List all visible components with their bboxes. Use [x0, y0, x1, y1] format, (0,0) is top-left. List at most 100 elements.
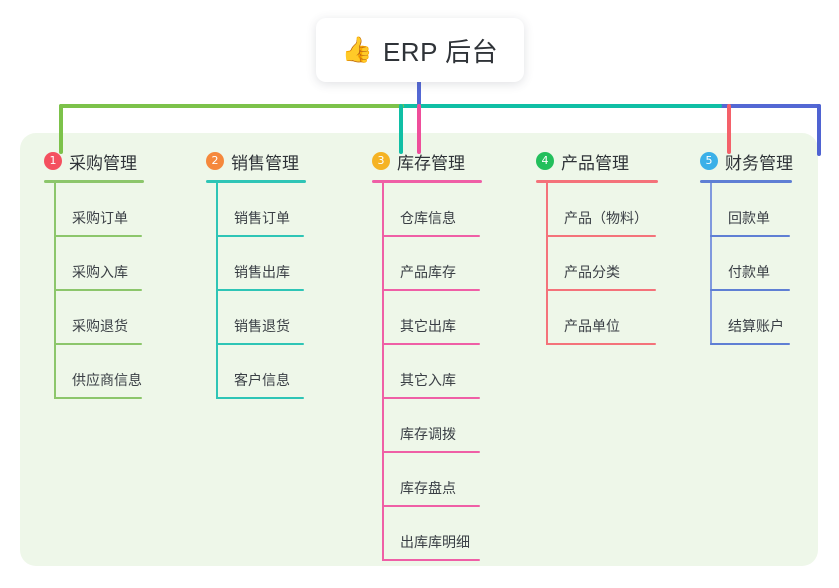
- branch-item[interactable]: 回款单: [710, 183, 793, 237]
- branch-item-label: 供应商信息: [72, 372, 142, 388]
- branch-item-label: 产品单位: [564, 318, 620, 334]
- branch-title: 产品管理: [561, 153, 629, 173]
- branch-number-badge: 4: [536, 152, 554, 170]
- branch-title: 销售管理: [231, 153, 299, 173]
- branch-item-rule: [382, 451, 480, 453]
- branch-item[interactable]: 产品单位: [546, 291, 658, 345]
- branch-title: 财务管理: [725, 153, 793, 173]
- branch-spine: [382, 183, 384, 561]
- branch-item-label: 产品库存: [400, 264, 456, 280]
- branch-item-list: 采购订单采购入库采购退货供应商信息: [54, 183, 144, 399]
- branch-item-rule: [382, 289, 480, 291]
- connector-drop-col5: [817, 104, 821, 156]
- branch-item-label: 采购退货: [72, 318, 128, 334]
- branch-item[interactable]: 其它入库: [382, 345, 482, 399]
- connector-trunk: [417, 80, 421, 106]
- branch-item-label: 销售订单: [234, 210, 290, 226]
- branch-item-rule: [546, 235, 656, 237]
- branch-item-rule: [54, 289, 142, 291]
- branch-item[interactable]: 产品库存: [382, 237, 482, 291]
- branch-column-4: 4 产品管理产品（物料） 产品分类产品单位: [536, 148, 658, 345]
- branch-item-label: 付款单: [728, 264, 770, 280]
- branch-item-rule: [546, 289, 656, 291]
- connector-bar-teal: [398, 104, 722, 108]
- branch-item[interactable]: 仓库信息: [382, 183, 482, 237]
- branch-item[interactable]: 供应商信息: [54, 345, 144, 399]
- branch-title: 采购管理: [69, 153, 137, 173]
- branch-item-label: 库存盘点: [400, 480, 456, 496]
- branch-item[interactable]: 产品（物料）: [546, 183, 658, 237]
- branch-header-rule: [44, 180, 144, 183]
- branch-item-rule: [382, 559, 480, 561]
- connector-drop-col1: [59, 104, 63, 154]
- branch-item[interactable]: 出库库明细: [382, 507, 482, 561]
- branch-item-label: 产品分类: [564, 264, 620, 280]
- branch-item-rule: [546, 343, 656, 345]
- branch-item-rule: [710, 343, 790, 345]
- branch-header-4[interactable]: 4 产品管理: [536, 148, 658, 174]
- branch-header-5[interactable]: 5 财务管理: [700, 148, 793, 174]
- branch-item-list: 销售订单销售出库销售退货客户信息: [216, 183, 306, 399]
- branch-item[interactable]: 采购订单: [54, 183, 144, 237]
- branch-item-rule: [710, 289, 790, 291]
- branch-item-rule: [710, 235, 790, 237]
- branch-item-label: 采购入库: [72, 264, 128, 280]
- branch-column-5: 5 财务管理回款单付款单结算账户: [700, 148, 793, 345]
- branch-header-2[interactable]: 2 销售管理: [206, 148, 306, 174]
- branch-title: 库存管理: [397, 153, 465, 173]
- branch-header-rule: [372, 180, 482, 183]
- branch-number-badge: 2: [206, 152, 224, 170]
- branch-item[interactable]: 付款单: [710, 237, 793, 291]
- branch-item[interactable]: 销售出库: [216, 237, 306, 291]
- branch-item-label: 销售出库: [234, 264, 290, 280]
- branch-spine: [710, 183, 712, 345]
- branch-item-label: 其它入库: [400, 372, 456, 388]
- branch-spine: [216, 183, 218, 399]
- branch-item-rule: [382, 397, 480, 399]
- branch-spine: [54, 183, 56, 399]
- branch-item[interactable]: 销售退货: [216, 291, 306, 345]
- branch-item-label: 其它出库: [400, 318, 456, 334]
- branch-item-rule: [54, 397, 142, 399]
- branch-item[interactable]: 采购入库: [54, 237, 144, 291]
- branch-item[interactable]: 销售订单: [216, 183, 306, 237]
- branch-item[interactable]: 库存盘点: [382, 453, 482, 507]
- branch-item-rule: [382, 235, 480, 237]
- branch-item-label: 出库库明细: [400, 534, 470, 550]
- branch-item-list: 回款单付款单结算账户: [710, 183, 793, 345]
- branch-item-list: 仓库信息产品库存其它出库其它入库库存调拨库存盘点出库库明细: [382, 183, 482, 561]
- branch-item-list: 产品（物料） 产品分类产品单位: [546, 183, 658, 345]
- branch-item-label: 客户信息: [234, 372, 290, 388]
- branch-item[interactable]: 客户信息: [216, 345, 306, 399]
- connector-drop-col3: [417, 104, 421, 154]
- branch-item-label: 仓库信息: [400, 210, 456, 226]
- branch-item[interactable]: 其它出库: [382, 291, 482, 345]
- branch-item[interactable]: 库存调拨: [382, 399, 482, 453]
- branch-item-label: 采购订单: [72, 210, 128, 226]
- connector-drop-col4: [727, 104, 731, 154]
- branch-item[interactable]: 采购退货: [54, 291, 144, 345]
- connector-bar-green: [59, 104, 404, 108]
- branch-item-rule: [54, 235, 142, 237]
- branch-item-rule: [54, 343, 142, 345]
- root-node-label: ERP 后台: [382, 36, 499, 67]
- branch-item[interactable]: 产品分类: [546, 237, 658, 291]
- branch-item-label: 库存调拨: [400, 426, 456, 442]
- branch-item-label: 结算账户: [728, 318, 784, 334]
- branch-item[interactable]: 结算账户: [710, 291, 793, 345]
- diagram-panel-background: [20, 133, 818, 566]
- branch-header-rule: [206, 180, 306, 183]
- branch-item-rule: [216, 289, 304, 291]
- branch-item-rule: [216, 397, 304, 399]
- branch-item-rule: [382, 343, 480, 345]
- branch-number-badge: 5: [700, 152, 718, 170]
- branch-item-rule: [216, 235, 304, 237]
- branch-column-2: 2 销售管理销售订单销售出库销售退货客户信息: [206, 148, 306, 399]
- root-node-erp-backend[interactable]: 👍 ERP 后台: [316, 18, 524, 82]
- connector-drop-col2: [399, 104, 403, 154]
